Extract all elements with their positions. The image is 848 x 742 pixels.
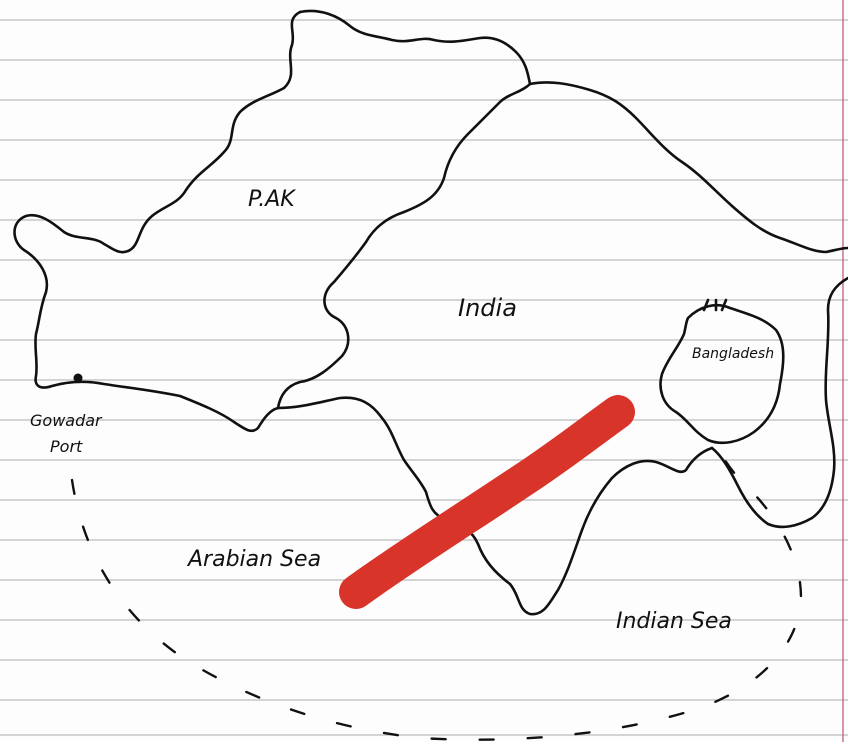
myanmar-coastline [710, 276, 848, 529]
bangladesh-border [659, 304, 785, 445]
india-coastline [276, 396, 714, 616]
dashed-sea-route [70, 444, 803, 741]
gwadar-port-marker [73, 373, 83, 383]
label-gwadar: Gowadar [30, 411, 103, 430]
label-port: Port [50, 437, 83, 456]
label-bangladesh: Bangladesh [692, 346, 774, 362]
label-arabian-sea: Arabian Sea [186, 547, 321, 572]
bangladesh-border-detail [702, 298, 728, 312]
red-route-highlight [339, 395, 635, 609]
label-india: India [458, 294, 517, 322]
pakistan-border [13, 10, 302, 433]
label-pakistan: P.AK [248, 187, 296, 212]
label-indian-sea: Indian Sea [616, 609, 732, 634]
india-northern-border [528, 81, 848, 254]
pakistan-india-border [276, 9, 532, 410]
